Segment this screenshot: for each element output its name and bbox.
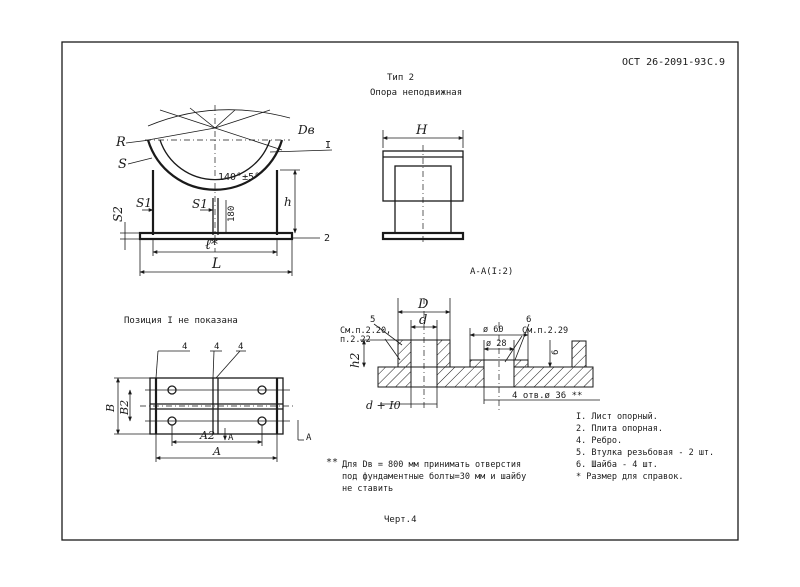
plan-position-4c: 4 — [238, 342, 243, 352]
footnote-mark: ** — [326, 457, 338, 468]
cut-mark-a1: А — [228, 433, 234, 443]
plan-view: Позиция I не показана 4 4 4 B — [104, 316, 312, 462]
document-code: ОСТ 26-2091-93 — [622, 57, 706, 68]
plan-note: Позиция I не показана — [124, 316, 238, 326]
footnote-line-3: не ставить — [342, 484, 393, 494]
legend-item: I. Лист опорный. — [576, 412, 658, 422]
dia-28: ø 28 — [486, 339, 506, 349]
legend-item: 2. Плита опорная. — [576, 424, 663, 434]
legend-item: 4. Ребро. — [576, 435, 622, 446]
label-d-big: D — [417, 297, 429, 312]
front-position-1: I — [325, 140, 331, 151]
cut-mark-a2: А — [306, 433, 312, 443]
footnote-line-2: под фундаментные болты=30 мм и шайбу — [342, 471, 526, 482]
label-h: h — [284, 195, 292, 209]
ref-right: См.п.2.29 — [522, 326, 568, 336]
holes-note: 4 отв.ø 36 ** — [512, 391, 582, 401]
dia-60: ø 60 — [483, 325, 503, 335]
label-h-upper: H — [415, 123, 428, 138]
ref-left-1: См.п.2.20, — [340, 326, 391, 336]
drawing-caption: Черт.4 — [384, 515, 417, 525]
page-number: С.9 — [707, 57, 725, 68]
label-s1-center: S1 — [192, 197, 208, 211]
label-s: S — [118, 157, 127, 172]
legend-item: 5. Втулка резьбовая - 2 шт. — [576, 447, 714, 458]
footnote: ** Для Dв = 800 мм принимать отверстия п… — [326, 457, 526, 494]
plan-position-4b: 4 — [214, 342, 219, 352]
dim-6: 6 — [551, 350, 561, 355]
section-position-5: 5 — [370, 315, 375, 325]
section-title: А-А(I:2) — [470, 267, 513, 277]
label-h2: h2 — [348, 353, 362, 368]
footnote-line-1: Для Dв = 800 мм принимать отверстия — [342, 460, 521, 470]
drawing-type: Тип 2 — [387, 73, 414, 83]
plan-position-4a: 4 — [182, 342, 187, 352]
label-s1-left: S1 — [136, 196, 152, 210]
dim-d-plus-10: d + I0 — [366, 399, 401, 412]
label-b: B — [104, 404, 117, 413]
section-position-6: 6 — [526, 315, 531, 325]
label-r: R — [115, 135, 126, 150]
legend-item: * Размер для справок. — [576, 472, 683, 482]
label-l-small: ℓ* — [205, 237, 218, 253]
label-a2: A2 — [199, 429, 215, 442]
legend-item: 6. Шайба - 4 шт. — [576, 459, 658, 470]
side-view: H — [381, 123, 465, 245]
dim-180: 180 — [227, 206, 237, 222]
front-position-2: 2 — [324, 233, 330, 244]
drawing-frame — [61, 41, 739, 541]
section-a-a: А-А(I:2) D d 5 6 См.п.2.20, п.2.22 — [340, 267, 600, 412]
ref-left-2: п.2.22 — [340, 335, 371, 345]
angle-label: 140°±5° — [218, 172, 260, 183]
label-b2: B2 — [118, 400, 131, 416]
label-s2: S2 — [111, 206, 125, 222]
parts-legend: I. Лист опорный. 2. Плита опорная. 4. Ре… — [576, 412, 714, 482]
front-view: I 2 R S Dв 140°±5° S1 S1 180 h S2 ℓ* — [111, 105, 333, 276]
label-db: Dв — [297, 123, 315, 137]
label-a-big: A — [212, 445, 221, 458]
label-l-big: L — [211, 256, 221, 272]
drawing-title: Опора неподвижная — [370, 88, 462, 98]
label-d-small: d — [419, 313, 427, 328]
